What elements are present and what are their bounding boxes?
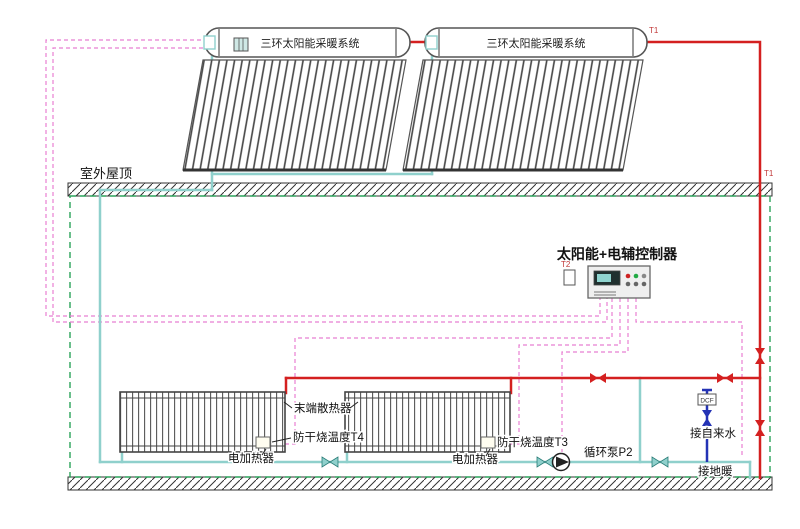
controller-unit: 太阳能+电辅控制器 T2: [557, 246, 678, 299]
valve-floor-supply: [755, 420, 765, 436]
valve-supply-2: [717, 373, 733, 383]
sensor-wire-t1a: [45, 39, 601, 317]
valve-supply-1-right: [598, 373, 606, 383]
electric-heater-1-label: 电加热器: [228, 452, 274, 465]
leader-left: [283, 401, 293, 409]
valve-riser-left: [755, 348, 765, 356]
valve-tap-water: [702, 410, 712, 426]
valve-return-1-right: [329, 456, 339, 468]
leader-t4: [271, 437, 292, 443]
solar-collector-1: 三环太阳能采暖系统: [182, 27, 411, 172]
dry-burn-t3-label: 防干烧温度T3: [497, 435, 568, 449]
t4-heater-box: [255, 436, 271, 449]
sensor-wires: [45, 39, 743, 456]
room-boundary: [69, 195, 771, 478]
controller-label: 太阳能+电辅控制器: [557, 246, 678, 262]
t1-sensor-label-riser: T1: [764, 169, 774, 178]
collector1-tube-array: [182, 59, 407, 171]
valve-supply-2-right: [725, 373, 733, 383]
t1-sensor-label-top: T1: [649, 26, 659, 35]
tap-water-label: 接自来水: [690, 427, 736, 440]
controller-display-digits: [597, 274, 611, 282]
collector1-sensor-box: [233, 37, 249, 52]
valve-return-2: [536, 456, 554, 468]
sensor-wire-t1b: [52, 47, 608, 323]
valve-tap-left: [702, 410, 712, 418]
pump-impeller-icon: [556, 456, 569, 468]
collector2-label: 三环太阳能采暖系统: [487, 36, 586, 50]
collector1-inlet-fitting: [203, 35, 216, 50]
dry-burn-t4-label: 防干烧温度T4: [293, 430, 365, 444]
controller-button-green: [633, 273, 639, 279]
radiators: [119, 391, 511, 453]
valve-riser: [755, 348, 765, 364]
t3-heater-box: [480, 436, 496, 449]
controller-button-1: [625, 281, 631, 287]
dcf-box: [697, 393, 717, 406]
controller-button-3: [641, 281, 647, 287]
valve-return-1: [321, 456, 339, 468]
hot-right-riser: [645, 40, 762, 480]
valve-floor-supply-left: [755, 420, 765, 428]
valve-riser-right: [755, 356, 765, 364]
collector2-tank: [424, 27, 648, 58]
controller-button-gray: [641, 273, 647, 279]
sensor-wire-pump: [561, 298, 629, 452]
valve-return-3: [651, 456, 669, 468]
valve-supply-1-left: [590, 373, 598, 383]
valve-return-3-left: [651, 456, 661, 468]
tap-valve-group: [702, 410, 712, 426]
valve-supply-2-left: [717, 373, 725, 383]
leader-heater2: [485, 448, 491, 457]
dcf-label: DCF: [700, 398, 713, 405]
collector1-label: 三环太阳能采暖系统: [261, 36, 360, 50]
sensor-wire-floor: [635, 298, 743, 456]
return-valves: [321, 456, 669, 468]
sensor-wire-t3: [497, 298, 621, 445]
sensor-wire-t4: [272, 298, 613, 445]
annotation-labels: 末端散热器 防干烧温度T4 电加热器 防干烧温度T3 电加热器 循环泵P2 接自…: [227, 400, 738, 480]
valve-tap-right: [702, 418, 712, 426]
circulation-pump: [551, 452, 571, 472]
valve-return-3-right: [659, 456, 669, 468]
leader-heater1: [261, 448, 267, 456]
controller-button-2: [633, 281, 639, 287]
controller-button-red: [625, 273, 631, 279]
electric-heater-2-label: 电加热器: [452, 453, 498, 466]
valve-floor-supply-right: [755, 428, 765, 436]
hot-pipes: [284, 40, 762, 480]
floor-heating-label: 接地暖: [698, 465, 733, 478]
solar-collector-2: 三环太阳能采暖系统 T1 T1: [402, 26, 774, 178]
roof-label: 室外屋顶: [80, 166, 132, 181]
floor-slab: [67, 476, 773, 491]
hot-valves: [590, 348, 765, 436]
leader-right: [349, 401, 359, 409]
terminal-radiator-label: 末端散热器: [294, 401, 352, 415]
t2-sensor-box: [563, 269, 576, 286]
collector2-tube-array: [402, 59, 644, 171]
valve-return-2-left: [536, 456, 546, 468]
collector2-inlet-fitting: [425, 35, 438, 50]
dcf-device: DCF: [697, 393, 717, 406]
valve-return-1-left: [321, 456, 331, 468]
valve-supply-1: [590, 373, 606, 383]
t2-sensor-label: T2: [561, 260, 571, 269]
pump-p2-label: 循环泵P2: [584, 446, 633, 459]
